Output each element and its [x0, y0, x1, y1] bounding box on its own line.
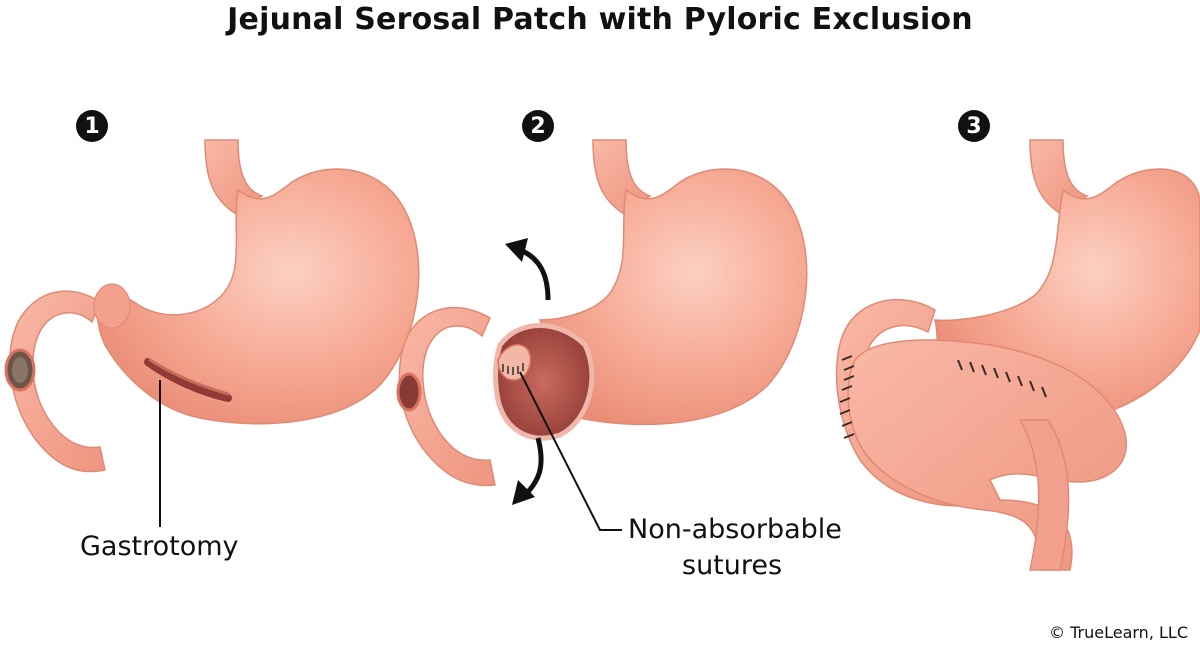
step-1-badge: 1 [76, 110, 108, 142]
panel-1-stomach [4, 139, 420, 527]
step-3-badge: 3 [958, 110, 990, 142]
copyright-notice: © TrueLearn, LLC [1049, 623, 1188, 642]
figure-title: Jejunal Serosal Patch with Pyloric Exclu… [227, 2, 973, 37]
panel-2-stomach [396, 139, 808, 531]
step-2-badge: 2 [522, 110, 554, 142]
panel-3-stomach [835, 139, 1200, 571]
non-absorbable-label: Non-absorbable [628, 514, 842, 545]
gastrotomy-label: Gastrotomy [80, 531, 239, 562]
sutures-label: sutures [682, 550, 783, 581]
